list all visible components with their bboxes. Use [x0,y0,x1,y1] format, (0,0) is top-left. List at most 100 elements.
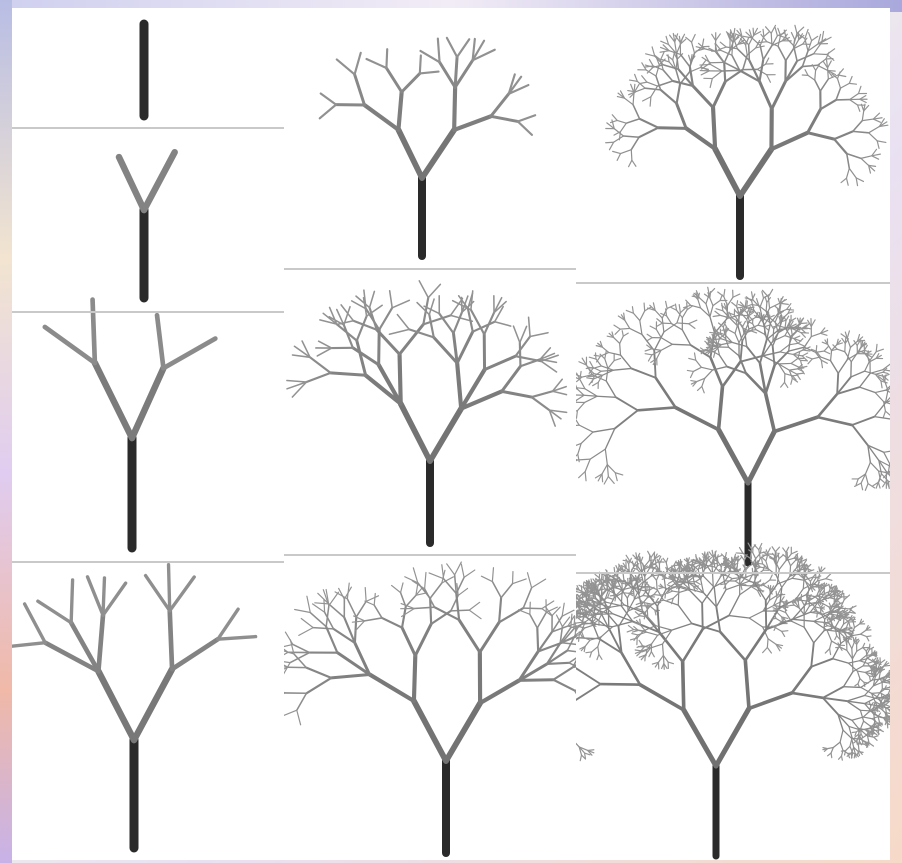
tree-branch [536,611,548,629]
tree-branch [561,635,576,644]
divider [12,127,284,129]
tree-branch [808,593,812,600]
tree-branch [870,692,881,695]
tree-branch [712,339,718,347]
tree-branch [682,304,692,309]
tree-branch [785,557,795,562]
tree-branch [876,665,885,672]
tree-branch [415,583,419,596]
tree-branch [576,387,578,390]
tree-branch [638,81,648,85]
tree-branch [689,370,694,379]
tree-branch [514,355,543,363]
tree-branch [715,589,727,608]
tree-branch [798,567,808,571]
tree-branch [529,331,549,338]
tree-branch [791,618,815,623]
tree-branch [292,643,311,654]
tree-branch [615,396,639,412]
tree-branch [744,303,753,308]
tree-branch [305,676,333,695]
tree-branch [355,600,367,618]
tree-branch [644,87,662,91]
tree-branch [545,649,569,666]
tree-branch [880,702,883,709]
tree-branch [430,609,452,626]
tree-branch [788,369,793,379]
tree-branch [743,658,751,711]
tree-branch [785,546,790,554]
tree-branch [781,36,790,42]
tree-branch [767,554,776,561]
tree-branch [351,620,366,623]
tree-branch [608,141,615,151]
tree-branch [325,604,330,628]
tree-branch [767,584,771,593]
tree-branch [884,396,890,404]
tree-branch [318,103,338,120]
tree-branch [551,385,567,393]
tree-branch [846,700,862,712]
tree-branch [744,330,748,348]
tree-branch [539,352,556,361]
tree-branch [674,34,681,44]
tree-branch [656,605,661,634]
tree-branch [872,729,875,735]
tree-branch [576,626,579,629]
tree-branch [322,589,330,607]
tree-branch [628,578,637,583]
tree-branch [578,424,594,433]
tree-branch [845,627,853,630]
tree-branch [614,587,623,591]
tree-branch [736,560,739,570]
tree-branch [698,296,707,305]
tree-branch [385,48,389,70]
tree-branch [566,649,576,653]
tree-branch [789,323,797,328]
tree-branch [770,617,777,620]
tree-branch [820,593,828,596]
tree-branch [784,59,799,83]
tree-branch [720,582,727,586]
tree-branch [879,688,886,694]
tree-branch [736,321,742,327]
tree-branch [630,149,633,161]
tree-branch [874,391,885,403]
tree-branch [583,591,591,594]
tree-branch [617,315,626,321]
tree-branch [583,394,598,397]
tree-branch [762,579,771,586]
tree-branch [717,331,721,339]
tree-branch [857,678,861,685]
tree-branch [881,374,886,382]
tree-branch [459,367,487,411]
tree-branch [692,574,696,585]
tree-branch [101,581,128,617]
tree-branch [674,33,679,43]
tree-branch [791,600,797,604]
tree-branch [874,371,884,375]
tree-branch [400,602,415,610]
tree-branch [704,555,711,560]
tree-branch [886,700,890,702]
tree-branch [683,558,689,564]
tree-branch [775,621,783,627]
tree-branch [616,119,627,124]
tree-branch [683,574,693,580]
tree-branch [865,624,869,631]
tree-branch [483,354,518,372]
tree-branch [589,591,599,596]
tree-branch [438,60,457,89]
tree-branch [713,575,722,588]
tree-branch [706,556,713,563]
tree-branch [703,293,711,299]
tree-branch [834,626,844,632]
tree-branch [776,577,793,585]
tree-branch [755,552,761,560]
tree-branch [427,283,442,299]
tree-branch [745,36,750,46]
tree-branch [869,351,877,361]
tree-branch [728,594,741,617]
tree-branch [592,595,602,604]
tree-branch [452,85,458,133]
